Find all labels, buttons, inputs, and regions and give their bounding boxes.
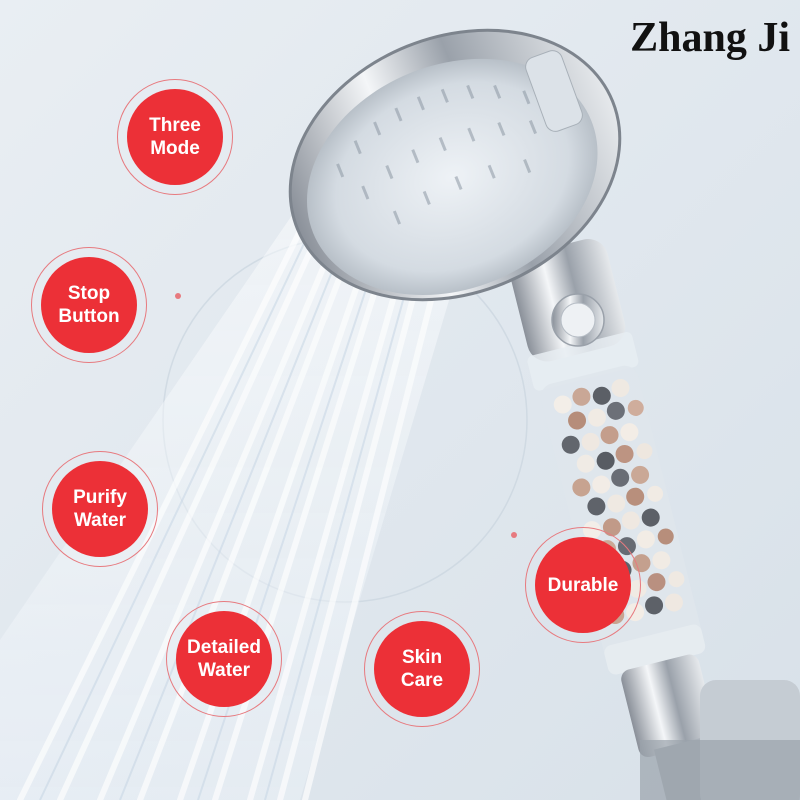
- feature-label-line2: Button: [58, 306, 120, 327]
- feature-label-line2: Mode: [150, 138, 200, 159]
- feature-badge-durable: Durable: [535, 537, 631, 633]
- feature-label-line2: Water: [197, 660, 251, 681]
- brand-logo: Zhang Ji: [630, 15, 790, 61]
- feature-label-line1: Purify: [73, 487, 127, 508]
- feature-ring-three-mode: [117, 79, 233, 195]
- feature-label-line1: Three: [149, 115, 201, 136]
- feature-label-line1: Durable: [547, 574, 619, 596]
- feature-ring-purify-water: [42, 451, 158, 567]
- feature-ring-stop-button: [31, 247, 147, 363]
- feature-label-line1: Stop: [67, 283, 111, 304]
- feature-ring-skin-care: [364, 611, 480, 727]
- feature-label-line1: Detailed: [187, 637, 261, 658]
- feature-ring-detailed-water: [166, 601, 282, 717]
- feature-ring-durable: [525, 527, 641, 643]
- feature-label-line2: Care: [400, 670, 444, 691]
- feature-label-line1: Skin: [401, 647, 443, 668]
- feature-label-line2: Water: [73, 510, 127, 531]
